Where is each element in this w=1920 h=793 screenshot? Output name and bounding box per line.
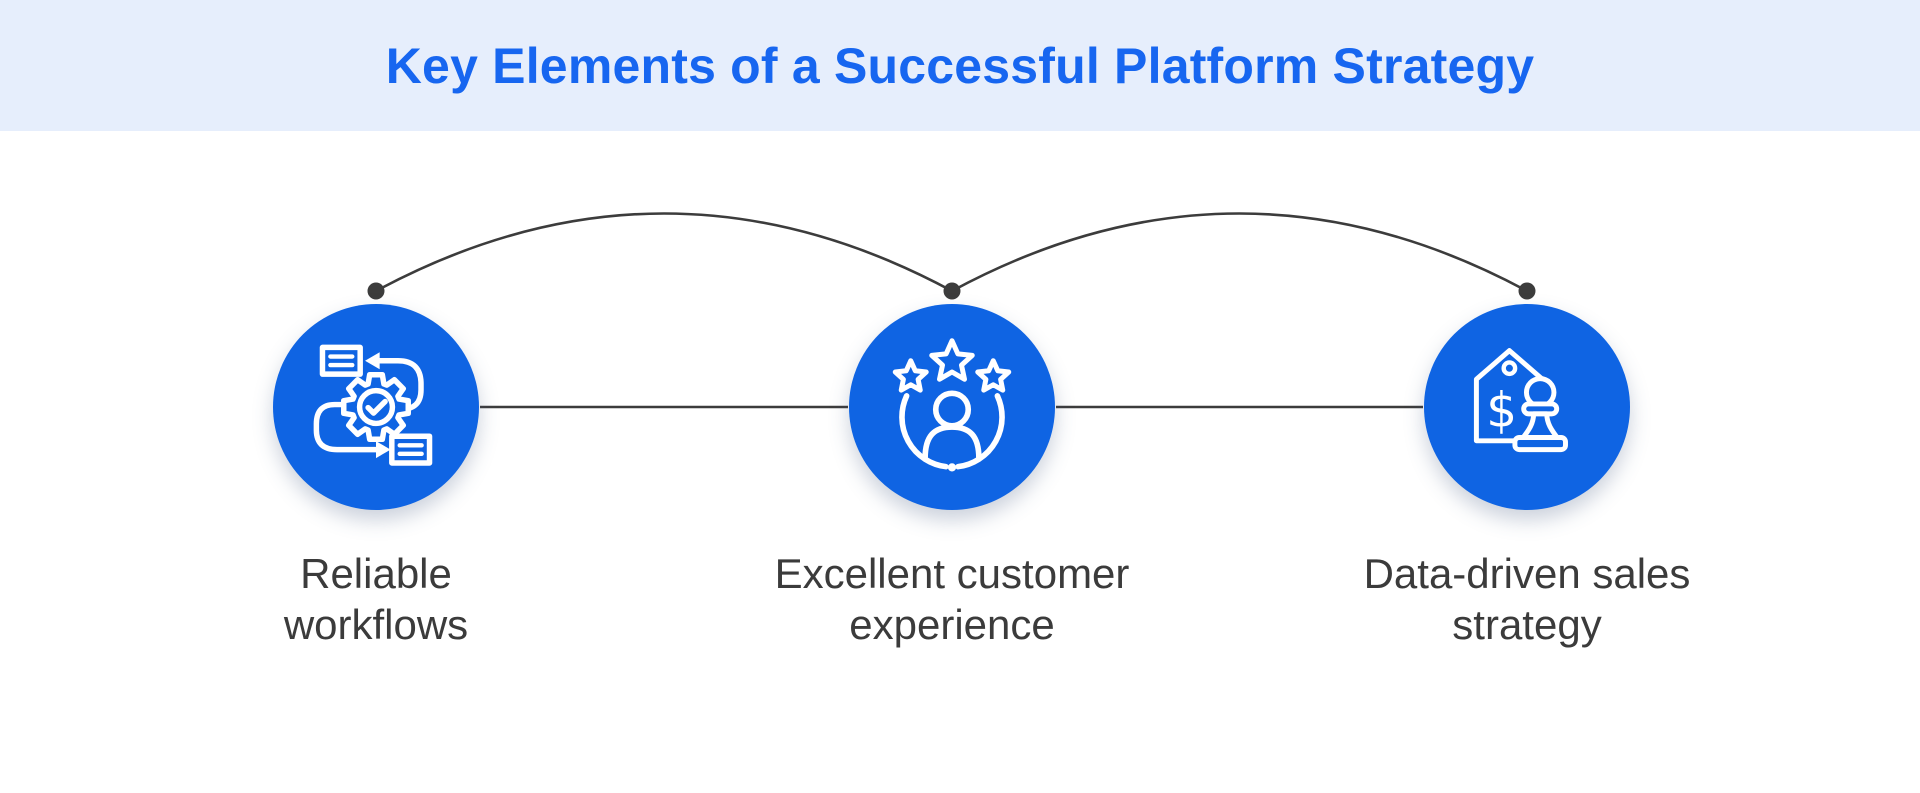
node-circle-reliable-workflows: [273, 304, 479, 510]
label-line: Data-driven sales: [1363, 550, 1691, 597]
node-circle-excellent-customer-experience: [849, 304, 1055, 510]
label-line: experience: [849, 601, 1055, 648]
label-line: Excellent customer: [774, 550, 1130, 597]
customer-rating-stars-icon: [892, 338, 1012, 472]
arc-connector-left: [375, 212, 953, 293]
connector-dot-1: [367, 282, 385, 300]
label-line: workflows: [283, 601, 469, 648]
connector-dot-2: [943, 282, 961, 300]
node-circle-data-driven-sales-strategy: $: [1424, 304, 1630, 510]
header-band: Key Elements of a Successful Platform St…: [0, 0, 1920, 131]
workflow-gear-icon: [313, 344, 433, 466]
node-label-excellent-customer-experience: Excellent customer experience: [672, 548, 1232, 650]
arc-connector-right: [951, 212, 1528, 293]
label-line: Reliable: [300, 550, 452, 597]
node-label-reliable-workflows: Reliable workflows: [96, 548, 656, 650]
price-tag-chess-pawn-icon: $: [1473, 348, 1568, 453]
connector-dot-3: [1518, 282, 1536, 300]
label-line: strategy: [1452, 601, 1602, 648]
page-title: Key Elements of a Successful Platform St…: [385, 37, 1535, 94]
svg-text:$: $: [1486, 383, 1517, 439]
node-label-data-driven-sales-strategy: Data-driven sales strategy: [1247, 548, 1807, 650]
